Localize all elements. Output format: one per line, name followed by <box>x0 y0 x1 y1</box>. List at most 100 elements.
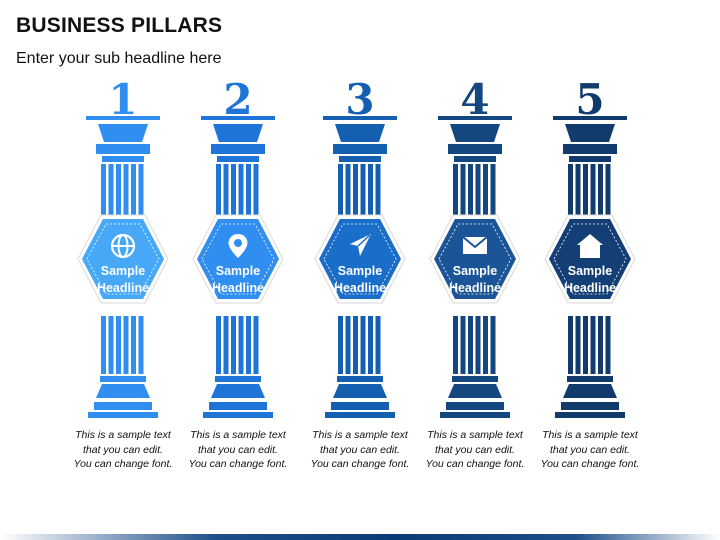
pillar-flute <box>490 316 496 374</box>
pillar-flute <box>216 164 221 228</box>
hexagon-dashed-outline <box>438 223 512 295</box>
pillar-flute <box>108 164 114 228</box>
pillar-flute <box>583 164 588 228</box>
pillar-flute <box>483 164 488 228</box>
pillar-plinth <box>555 412 625 418</box>
pillar-plinth-upper <box>331 402 389 410</box>
description-line: This is a sample text <box>542 429 638 441</box>
headline-line: Headline <box>563 281 617 295</box>
pillar-flute <box>253 316 259 374</box>
description-line: You can change font. <box>540 458 640 470</box>
description-line: that you can edit. <box>83 443 163 456</box>
pillar-flute <box>490 164 496 228</box>
description-line: This is a sample text <box>190 429 286 441</box>
hexagon <box>434 219 516 299</box>
pillar-flute <box>131 316 136 374</box>
page-subtitle: Enter your sub headline here <box>16 50 222 67</box>
description-line: You can change font. <box>425 458 525 470</box>
pillar-flute <box>453 316 458 374</box>
hexagon-dashed-outline <box>201 223 275 295</box>
pillar-flute <box>138 164 144 228</box>
pillar-number: 3 <box>345 75 375 124</box>
description-line: that you can edit. <box>435 443 515 456</box>
pillar-flute <box>123 164 129 228</box>
pillar-column <box>192 116 284 418</box>
pillar-flute <box>216 316 221 374</box>
pillar-capital <box>335 124 385 142</box>
pillar-number: 1 <box>108 75 138 124</box>
pillar-flute <box>598 164 603 228</box>
pillar-flute <box>475 316 481 374</box>
pillar-flute <box>253 164 259 228</box>
pillar-base-band <box>215 376 261 382</box>
pillar-column <box>77 116 169 418</box>
description-line: that you can edit. <box>550 443 630 456</box>
pillar-top-line <box>438 116 512 120</box>
hexagon <box>319 219 401 299</box>
pillar-headline: Sample Headline <box>310 263 410 297</box>
pillar-5: 5 Sample Headline This is a sample text … <box>525 74 655 476</box>
pillar-description: This is a sample text that you can edit.… <box>168 428 308 472</box>
pillar-plinth-upper <box>561 402 619 410</box>
pillar-capital <box>213 124 263 142</box>
description-line: that you can edit. <box>198 443 278 456</box>
pillar-base <box>333 384 387 398</box>
pillar-base <box>96 384 150 398</box>
pillar-flute <box>590 164 596 228</box>
pillar-flute <box>475 164 481 228</box>
pillar-flute <box>131 164 136 228</box>
headline-line: Sample <box>337 264 383 278</box>
pillar-flute <box>338 316 343 374</box>
pillar-flute <box>338 164 343 228</box>
pillar-top-line <box>86 116 160 120</box>
pillar-plinth <box>203 412 273 418</box>
pillar-column <box>314 116 406 418</box>
pillar-flute <box>123 316 129 374</box>
pillar-flute <box>138 316 144 374</box>
pillar-top-line <box>553 116 627 120</box>
pillar-number: 5 <box>575 75 605 124</box>
description-line: You can change font. <box>188 458 288 470</box>
envelope-icon <box>462 236 488 254</box>
pillar-capital <box>98 124 148 142</box>
pillar-description: This is a sample text that you can edit.… <box>290 428 430 472</box>
pillar-headline: Sample Headline <box>188 263 288 297</box>
headline-line: Headline <box>448 281 502 295</box>
pillar-2: 2 Sample Headline This is a sample text … <box>173 74 303 476</box>
pillar-capital-band <box>333 144 387 154</box>
pillar-description: This is a sample text that you can edit.… <box>53 428 193 472</box>
headline-line: Sample <box>100 264 146 278</box>
pillar-flute <box>375 164 381 228</box>
pillar-column <box>544 116 636 418</box>
headline-line: Sample <box>452 264 498 278</box>
pillar-flute <box>238 164 244 228</box>
description-line: that you can edit. <box>320 443 400 456</box>
pillar-plinth-upper <box>446 402 504 410</box>
pillar-headline: Sample Headline <box>540 263 640 297</box>
pillar-base-band <box>337 376 383 382</box>
hexagon <box>197 219 279 299</box>
pillar-neck <box>569 156 611 162</box>
pillar-flute <box>101 164 106 228</box>
description-line: You can change font. <box>73 458 173 470</box>
pillar-flute <box>575 164 581 228</box>
pillar-3: 3 Sample Headline This is a sample text … <box>295 74 425 476</box>
pillar-description: This is a sample text that you can edit.… <box>520 428 660 472</box>
pillar-base <box>448 384 502 398</box>
description-line: You can change font. <box>310 458 410 470</box>
description-line: This is a sample text <box>75 429 171 441</box>
pillar-capital-band <box>96 144 150 154</box>
pillar-1: 1 Sample Headline This is a sample text … <box>58 74 188 476</box>
pillar-neck <box>102 156 144 162</box>
pillar-flute <box>583 316 588 374</box>
pillar-capital-band <box>563 144 617 154</box>
pillar-flute <box>353 164 358 228</box>
page-title: BUSINESS PILLARS <box>16 14 223 37</box>
pillar-flute <box>368 164 373 228</box>
pillar-plinth <box>325 412 395 418</box>
pillar-4: 4 Sample Headline This is a sample text … <box>410 74 540 476</box>
headline-line: Headline <box>333 281 387 295</box>
bottom-accent-bar <box>0 534 720 540</box>
pillar-flute <box>468 316 473 374</box>
